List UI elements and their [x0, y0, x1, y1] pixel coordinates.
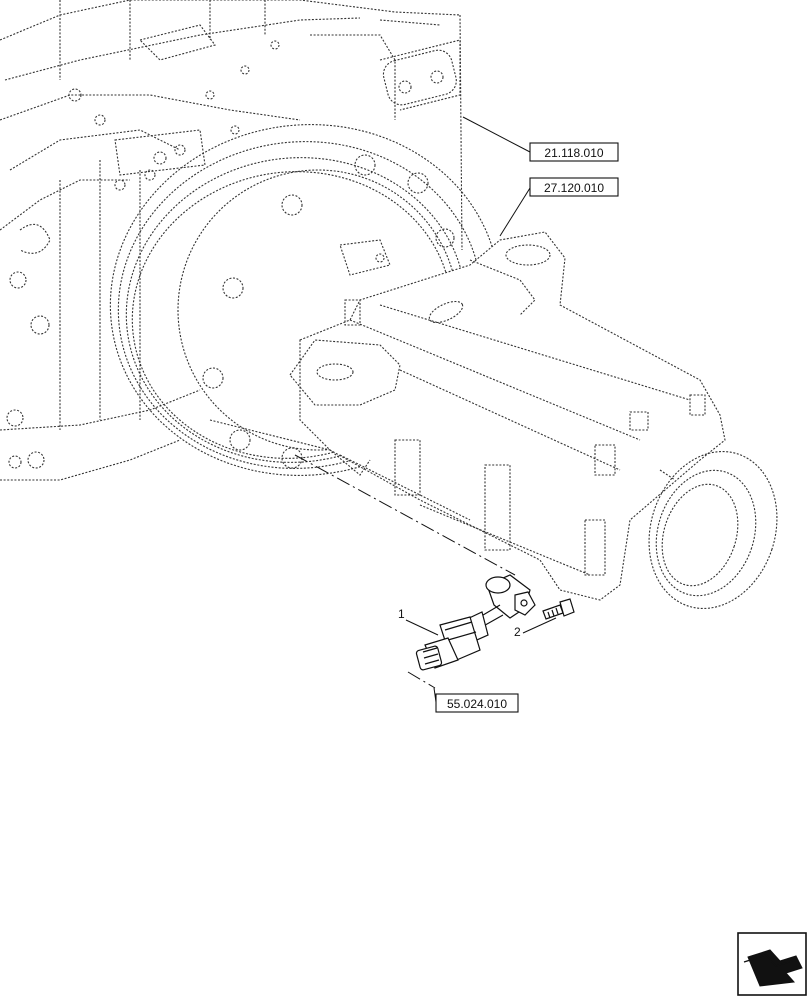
connector-centerline	[407, 671, 436, 689]
callout-2-label: 2	[514, 625, 521, 639]
axle-housing	[209, 231, 726, 601]
reference-leader-b	[499, 187, 531, 237]
reference-box-55-024-010[interactable]: 55.024.010	[433, 687, 519, 713]
reference-label-a: 21.118.010	[544, 146, 603, 160]
transmission-housing	[0, 0, 463, 481]
speed-sensor	[415, 574, 536, 671]
next-page-arrow-icon[interactable]	[737, 932, 807, 996]
reference-label-b: 27.120.010	[544, 181, 604, 195]
bolt	[542, 598, 575, 620]
axle-end-bore	[648, 450, 778, 610]
callout-1-leader	[405, 619, 439, 636]
reference-box-21-118-010[interactable]: 21.118.010	[462, 116, 619, 162]
reference-box-27-120-010[interactable]: 27.120.010	[499, 177, 619, 237]
assembly-centerline	[294, 454, 516, 576]
reference-leader-a	[462, 116, 531, 153]
callout-1-label: 1	[398, 607, 405, 621]
callout-2-leader	[522, 617, 557, 634]
reference-label-c: 55.024.010	[447, 697, 507, 711]
